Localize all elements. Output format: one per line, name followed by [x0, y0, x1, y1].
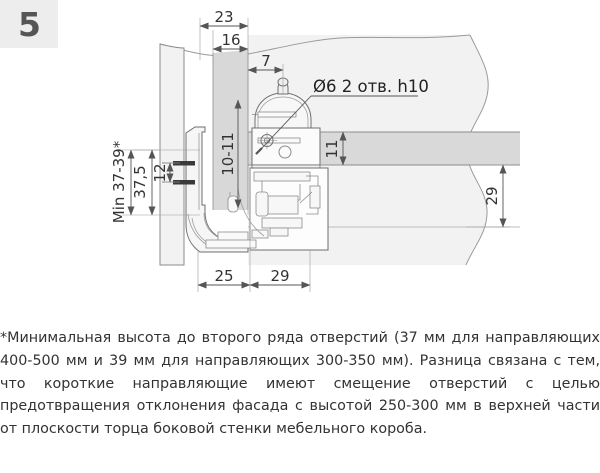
dim-37-5: 37,5	[131, 149, 156, 216]
dim-12: 12	[151, 162, 174, 183]
footnote: *Минимальная высота до второго ряда отве…	[0, 327, 600, 441]
dim-29-right-label: 29	[483, 186, 501, 205]
dim-29-right: 29	[483, 164, 507, 228]
facade-panel	[159, 43, 185, 266]
mounting-column	[212, 50, 249, 210]
dim-16-label: 16	[221, 31, 240, 49]
hole-callout: Ø6 2 отв. h10	[255, 77, 429, 155]
hole-callout-label: Ø6 2 отв. h10	[313, 77, 429, 96]
dim-29-bottom: 29	[249, 267, 311, 289]
dim-12-label: 12	[151, 163, 169, 182]
drawing-canvas: 23 16 7 10-11 11 12 37,5	[110, 8, 520, 292]
dim-11-label: 11	[323, 139, 341, 158]
dim-25-label: 25	[214, 267, 233, 285]
dim-11: 11	[323, 131, 347, 166]
runner-mechanism	[205, 167, 329, 251]
step-badge: 5	[0, 0, 58, 48]
dim-7-label: 7	[261, 52, 271, 70]
dim-29-bottom-label: 29	[270, 267, 289, 285]
dim-16: 16	[212, 31, 249, 53]
dim-min-37-39: Min 37-39*	[110, 140, 135, 223]
dim-23: 23	[199, 8, 249, 30]
dim-10-11: 10-11	[219, 99, 242, 209]
step-number: 5	[18, 4, 41, 44]
break-line-top	[159, 34, 471, 57]
dim-7: 7	[247, 52, 284, 74]
dim-23-label: 23	[214, 8, 233, 26]
dim-25: 25	[197, 267, 251, 289]
dim-min-37-39-label: Min 37-39*	[110, 140, 128, 223]
dim-10-11-label: 10-11	[219, 132, 237, 176]
extension-lines	[122, 18, 510, 292]
footnote-text: *Минимальная высота до второго ряда отве…	[0, 330, 600, 438]
dim-37-5-label: 37,5	[131, 165, 149, 198]
technical-drawing: 23 16 7 10-11 11 12 37,5	[110, 8, 520, 292]
